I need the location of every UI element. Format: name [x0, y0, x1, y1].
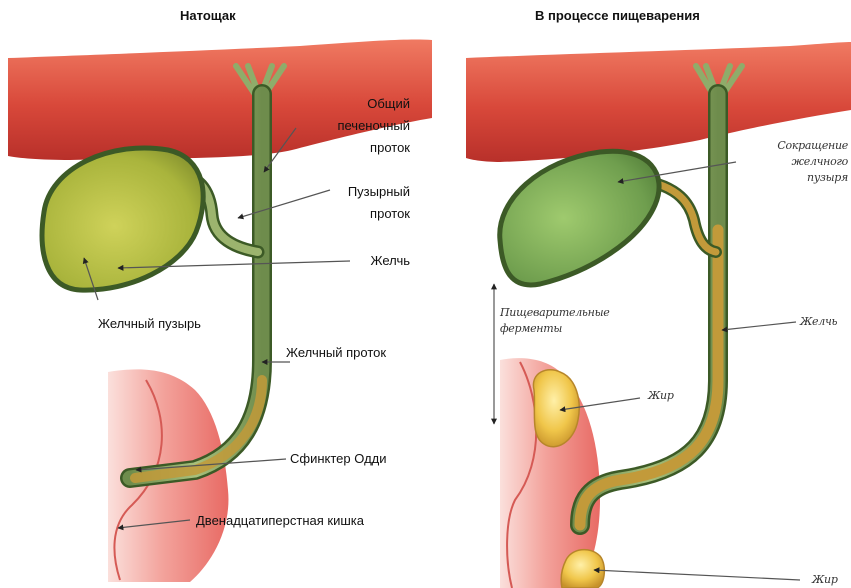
gallbladder-fasting	[42, 148, 203, 290]
label-sphincter-oddi: Сфинктер Одди	[290, 448, 387, 470]
panel-title-fasting: Натощак	[180, 8, 236, 23]
gallbladder-digesting	[500, 151, 659, 285]
label-cystic-duct: Пузырный проток	[300, 181, 410, 225]
label-line: Пищеварительные	[500, 305, 609, 321]
label-line: проток	[300, 137, 410, 159]
label-line: желчного	[740, 154, 848, 170]
label-line: печеночный	[300, 115, 410, 137]
label-line: ферменты	[500, 321, 609, 337]
label-line: Пузырный	[300, 181, 410, 203]
label-fat: Жир	[648, 388, 674, 404]
label-line: Сокращение	[740, 138, 848, 154]
label-gallbladder: Желчный пузырь	[98, 313, 201, 335]
panel-title-digesting: В процессе пищеварения	[535, 8, 700, 23]
label-duodenum: Двенадцатиперстная кишка	[196, 510, 364, 532]
label-line: Общий	[300, 93, 410, 115]
label-common-hepatic-duct: Общий печеночный проток	[300, 93, 410, 159]
label-bile: Желчь	[300, 250, 410, 272]
label-bile-duct: Желчный проток	[286, 342, 386, 364]
label-line: проток	[300, 203, 410, 225]
label-bile-right: Желчь	[800, 314, 837, 330]
label-fat-lower: Жир	[812, 572, 838, 588]
label-line: пузыря	[740, 170, 848, 186]
label-digestive-enzymes: Пищеварительные ферменты	[500, 305, 609, 337]
label-gallbladder-contraction: Сокращение желчного пузыря	[740, 138, 848, 186]
